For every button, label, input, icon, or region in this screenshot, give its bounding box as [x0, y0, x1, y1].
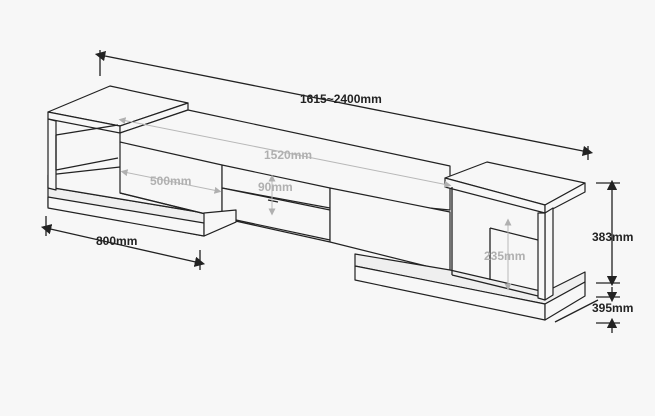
total-length-label: 1615~2400mm [300, 92, 382, 106]
base-height-label: 395mm [592, 301, 633, 315]
right-side-wall-front [537, 212, 546, 301]
drawer-width-dimension: 500mm [120, 169, 222, 194]
inner-span-label: 1520mm [264, 148, 312, 162]
middle-base-left [203, 209, 237, 237]
left-side-wall [47, 118, 57, 191]
drawer-height-label: 90mm [258, 180, 293, 194]
base-height-dimension: 395mm [554, 287, 633, 333]
right-top-slab-side [544, 182, 586, 214]
inner-height-dimension: 235mm [484, 218, 525, 291]
upper-height-dimension: 383mm [592, 179, 633, 287]
drawer-height-dimension: 90mm [258, 174, 293, 216]
drawer-width-label: 500mm [150, 174, 191, 188]
inner-height-label: 235mm [484, 249, 525, 263]
depth-label: 800mm [96, 234, 137, 248]
inner-span-dimension: 1520mm [118, 117, 452, 188]
right-module [354, 161, 586, 321]
right-base-side [544, 281, 586, 321]
right-side-wall [544, 207, 554, 301]
depth-dimension: 800mm [40, 216, 206, 270]
total-length-dimension: 1615~2400mm [94, 50, 594, 160]
upper-height-label: 383mm [592, 230, 633, 244]
